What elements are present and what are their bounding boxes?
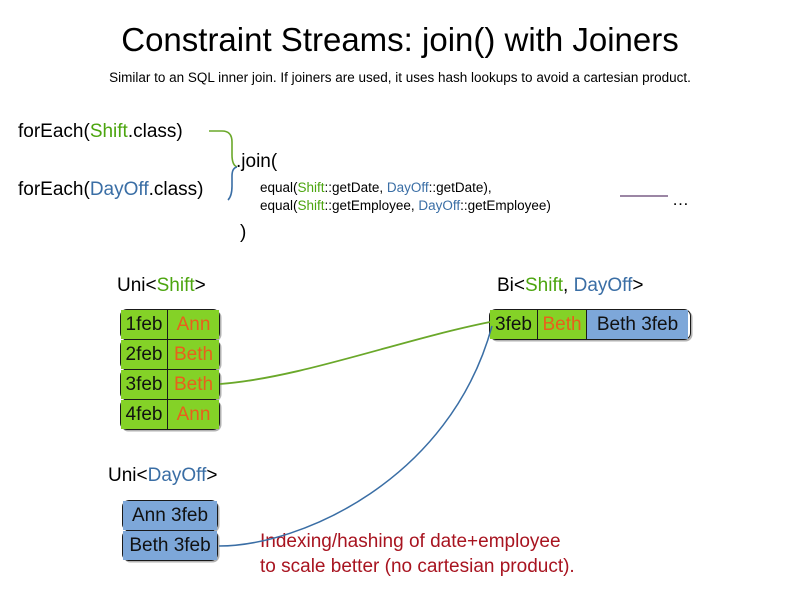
foreach-dayoff-suffix: .class)	[148, 179, 204, 200]
joiner2-right-type: DayOff	[418, 198, 461, 213]
code-joiner-equal-employee: equal(Shift::getEmployee, DayOff::getEmp…	[260, 196, 551, 215]
dayoff-value-cell: Ann 3feb	[123, 501, 217, 530]
label-uni-shift: Uni<Shift>	[117, 274, 206, 298]
uni-dayoff-label-type: DayOff	[147, 465, 207, 486]
bi-shift-employee-cell: Beth	[538, 310, 587, 339]
shift-tuple-row[interactable]: 4feb Ann	[120, 399, 220, 430]
code-foreach-dayoff: forEach(DayOff.class)	[18, 178, 204, 202]
shift-date-cell: 1feb	[121, 310, 168, 339]
uni-dayoff-label-prefix: Uni<	[108, 465, 148, 486]
annotation-line-1: Indexing/hashing of date+employee	[260, 531, 561, 552]
foreach-dayoff-type: DayOff	[89, 179, 149, 200]
shift-date-cell: 2feb	[121, 340, 168, 369]
annotation-note: Indexing/hashing of date+employee to sca…	[260, 529, 575, 579]
edge-dayoff-to-bi	[218, 325, 493, 547]
bi-label-type-b: DayOff	[573, 275, 633, 296]
uni-shift-label-type: Shift	[156, 275, 195, 296]
foreach-shift-prefix: forEach(	[18, 121, 90, 142]
bi-label-type-a: Shift	[525, 275, 564, 296]
continuation-ellipsis: …	[672, 190, 689, 209]
code-join-open: .join(	[236, 151, 278, 172]
joiner1-right-type: DayOff	[386, 180, 429, 195]
page-subtitle: Similar to an SQL inner join. If joiners…	[109, 70, 691, 85]
uni-dayoff-label-suffix: >	[206, 465, 218, 486]
code-foreach-shift: forEach(Shift.class)	[18, 120, 183, 144]
dayoff-tuple-row[interactable]: Beth 3feb	[122, 530, 218, 561]
uni-shift-label-suffix: >	[194, 275, 206, 296]
bi-dayoff-cell: Beth 3feb	[587, 310, 688, 339]
joiner1-prefix: equal(	[260, 180, 298, 195]
code-joiner-equal-date: equal(Shift::getDate, DayOff::getDate),	[260, 178, 492, 197]
joiner2-left-type: Shift	[297, 198, 325, 213]
bi-shift-date-cell: 3feb	[490, 310, 538, 339]
bi-tuple-row[interactable]: 3feb Beth Beth 3feb	[489, 309, 691, 340]
shift-date-cell: 4feb	[121, 400, 168, 429]
foreach-shift-suffix: .class)	[127, 121, 183, 142]
joiner2-prefix: equal(	[260, 198, 298, 213]
shift-employee-cell: Ann	[168, 310, 219, 339]
joiner1-right-ref: ::getDate),	[428, 180, 492, 195]
shift-tuple-row[interactable]: 3feb Beth	[120, 369, 220, 400]
edge-shift-to-bi	[219, 321, 491, 385]
shift-employee-cell: Ann	[168, 400, 219, 429]
foreach-shift-type: Shift	[89, 121, 128, 142]
dayoff-tuple-row[interactable]: Ann 3feb	[122, 500, 218, 531]
joiner2-right-ref: ::getEmployee)	[460, 198, 551, 213]
shift-employee-cell: Beth	[168, 370, 219, 399]
page-title: Constraint Streams: join() with Joiners	[121, 21, 679, 58]
shift-employee-cell: Beth	[168, 340, 219, 369]
uni-shift-label-prefix: Uni<	[117, 275, 157, 296]
shift-tuple-row[interactable]: 1feb Ann	[120, 309, 220, 340]
shift-tuple-row[interactable]: 2feb Beth	[120, 339, 220, 370]
label-bi-result: Bi<Shift, DayOff>	[497, 274, 643, 298]
foreach-dayoff-prefix: forEach(	[18, 179, 90, 200]
code-join-close: )	[240, 222, 247, 243]
joiner1-left-type: Shift	[297, 180, 325, 195]
label-uni-dayoff: Uni<DayOff>	[108, 464, 218, 488]
annotation-line-2: to scale better (no cartesian product).	[260, 556, 575, 577]
joiner1-left-ref: ::getDate,	[324, 180, 387, 195]
dayoff-value-cell: Beth 3feb	[123, 531, 217, 560]
bi-label-comma: ,	[563, 275, 574, 296]
bi-label-prefix: Bi<	[497, 275, 525, 296]
joiner2-left-ref: ::getEmployee,	[324, 198, 419, 213]
shift-date-cell: 3feb	[121, 370, 168, 399]
bi-label-suffix: >	[632, 275, 644, 296]
brace-shift-to-join	[209, 130, 238, 168]
